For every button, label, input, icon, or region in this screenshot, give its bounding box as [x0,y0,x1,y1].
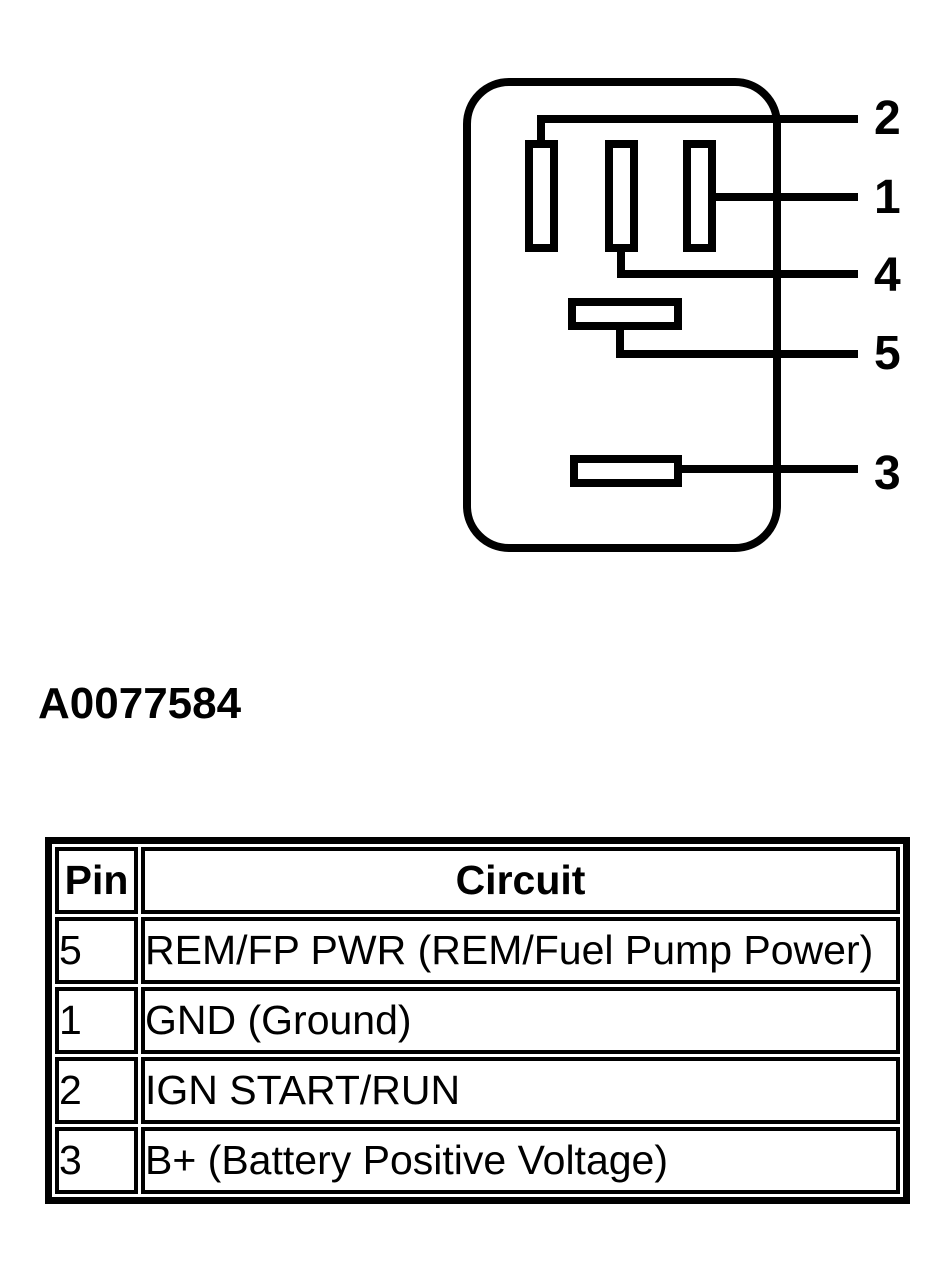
callout-label-2: 2 [874,92,901,145]
callout-label-5: 5 [874,327,901,380]
table-row: 5 REM/FP PWR (REM/Fuel Pump Power) [55,917,900,984]
circuit-value: IGN START/RUN [141,1057,900,1124]
pin-column-header: Pin [55,847,138,914]
table-row: 1 GND (Ground) [55,987,900,1054]
pin-slot-1 [683,140,716,252]
figure-id: A0077584 [38,679,242,728]
table-row: 3 B+ (Battery Positive Voltage) [55,1127,900,1194]
callout-label-1: 1 [874,171,901,224]
pin-slot-4 [605,140,638,252]
pin-value: 3 [55,1127,138,1194]
callout-label-4: 4 [874,249,901,302]
callout-line-4 [617,245,858,278]
table-row: 2 IGN START/RUN [55,1057,900,1124]
circuit-column-header: Circuit [141,847,900,914]
callout-line-5 [616,327,858,358]
pin-slot-3 [570,455,682,487]
callout-label-3: 3 [874,447,901,500]
pin-circuit-table: Pin Circuit 5 REM/FP PWR (REM/Fuel Pump … [45,837,910,1204]
table-header-row: Pin Circuit [55,847,900,914]
circuit-value: REM/FP PWR (REM/Fuel Pump Power) [141,917,900,984]
pin-value: 1 [55,987,138,1054]
callout-line-2 [537,115,858,147]
connector-pinout-diagram: 2 1 4 5 3 [463,78,901,552]
pin-slot-5 [568,298,682,330]
circuit-value: GND (Ground) [141,987,900,1054]
pin-slot-2 [525,140,558,252]
circuit-value: B+ (Battery Positive Voltage) [141,1127,900,1194]
pin-value: 2 [55,1057,138,1124]
pin-value: 5 [55,917,138,984]
connector-outline [463,78,781,552]
